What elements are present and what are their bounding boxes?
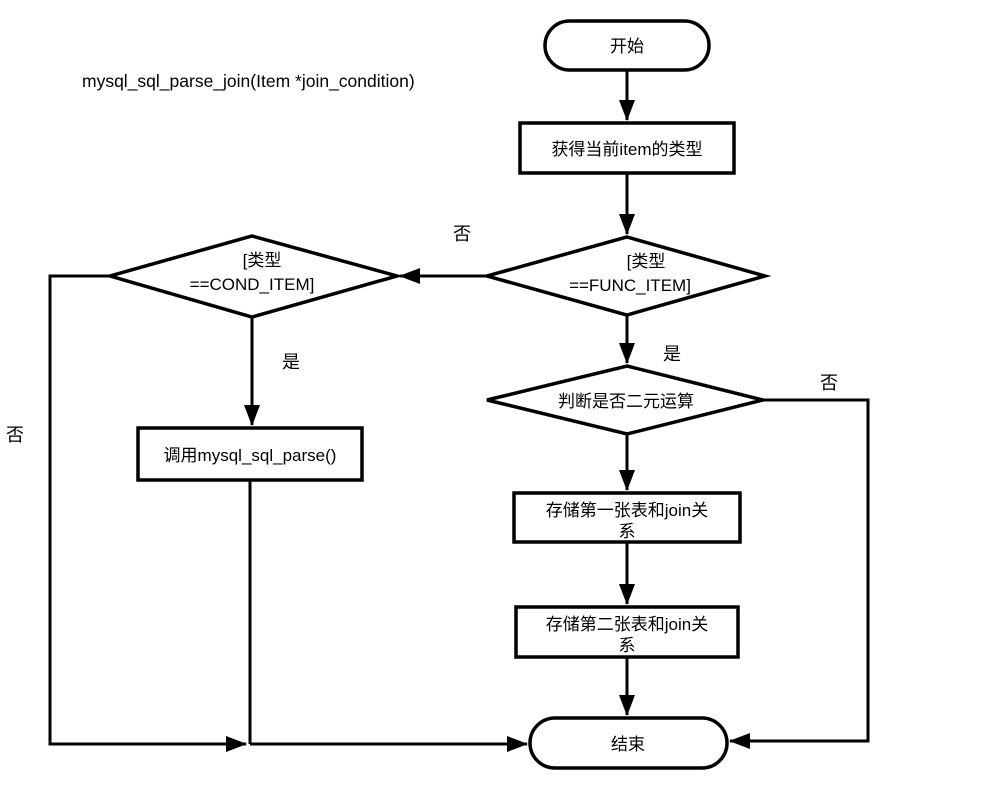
- store-first-table-label-line1: 存储第一张表和join关: [546, 501, 708, 520]
- check-binary-op-diamond-shape: [486, 364, 764, 436]
- type-func-item-label-line2: ==FUNC_ITEM]: [569, 276, 691, 295]
- edge-label-cond-yes: 是: [282, 352, 300, 372]
- node-call-mysql-sql-parse: 调用mysql_sql_parse(): [136, 426, 364, 482]
- node-check-binary-op-decision: 判断是否二元运算: [486, 364, 764, 436]
- node-type-func-item-decision: [类型 ==FUNC_ITEM]: [480, 235, 772, 317]
- store-second-table-label-line2: 系: [619, 636, 636, 655]
- type-cond-item-diamond-shape: [103, 234, 404, 319]
- check-binary-op-label: 判断是否二元运算: [558, 392, 694, 411]
- type-func-item-diamond-shape: [480, 235, 772, 317]
- call-mysql-sql-parse-process-shape: [136, 426, 364, 482]
- edge-label-binary-no: 否: [820, 373, 838, 393]
- get-item-type-process-shape: [518, 121, 736, 175]
- start-label: 开始: [610, 37, 644, 56]
- type-cond-item-label-line1: [类型: [243, 251, 282, 270]
- edge-label-func-yes: 是: [663, 344, 681, 364]
- edge-label-func-no: 否: [453, 224, 471, 244]
- store-second-table-process-shape: [514, 605, 740, 659]
- store-second-table-label-line1: 存储第二张表和join关: [546, 615, 708, 634]
- get-item-type-label: 获得当前item的类型: [551, 140, 702, 159]
- function-signature-label: mysql_sql_parse_join(Item *join_conditio…: [82, 71, 415, 92]
- node-get-item-type: 获得当前item的类型: [518, 121, 736, 175]
- type-func-item-label-line1: [类型: [627, 252, 666, 271]
- store-first-table-label-line2: 系: [619, 522, 636, 541]
- call-mysql-sql-parse-label: 调用mysql_sql_parse(): [164, 446, 337, 465]
- type-cond-item-label-line2: ==COND_ITEM]: [190, 275, 315, 294]
- edge-cond-no-to-merge: [48, 274, 247, 752]
- edge-binary-no-to-end: [729, 398, 870, 749]
- node-store-second-table: 存储第二张表和join关 系: [514, 605, 740, 659]
- node-start: 开始: [543, 19, 711, 72]
- start-terminator-shape: [543, 19, 711, 72]
- node-type-cond-item-decision: [类型 ==COND_ITEM]: [103, 234, 404, 319]
- end-terminator-shape: [528, 716, 729, 770]
- node-store-first-table: 存储第一张表和join关 系: [512, 491, 742, 544]
- store-first-table-process-shape: [512, 491, 742, 544]
- edge-label-cond-no: 否: [6, 425, 24, 445]
- node-end: 结束: [528, 716, 729, 770]
- end-label: 结束: [611, 735, 645, 754]
